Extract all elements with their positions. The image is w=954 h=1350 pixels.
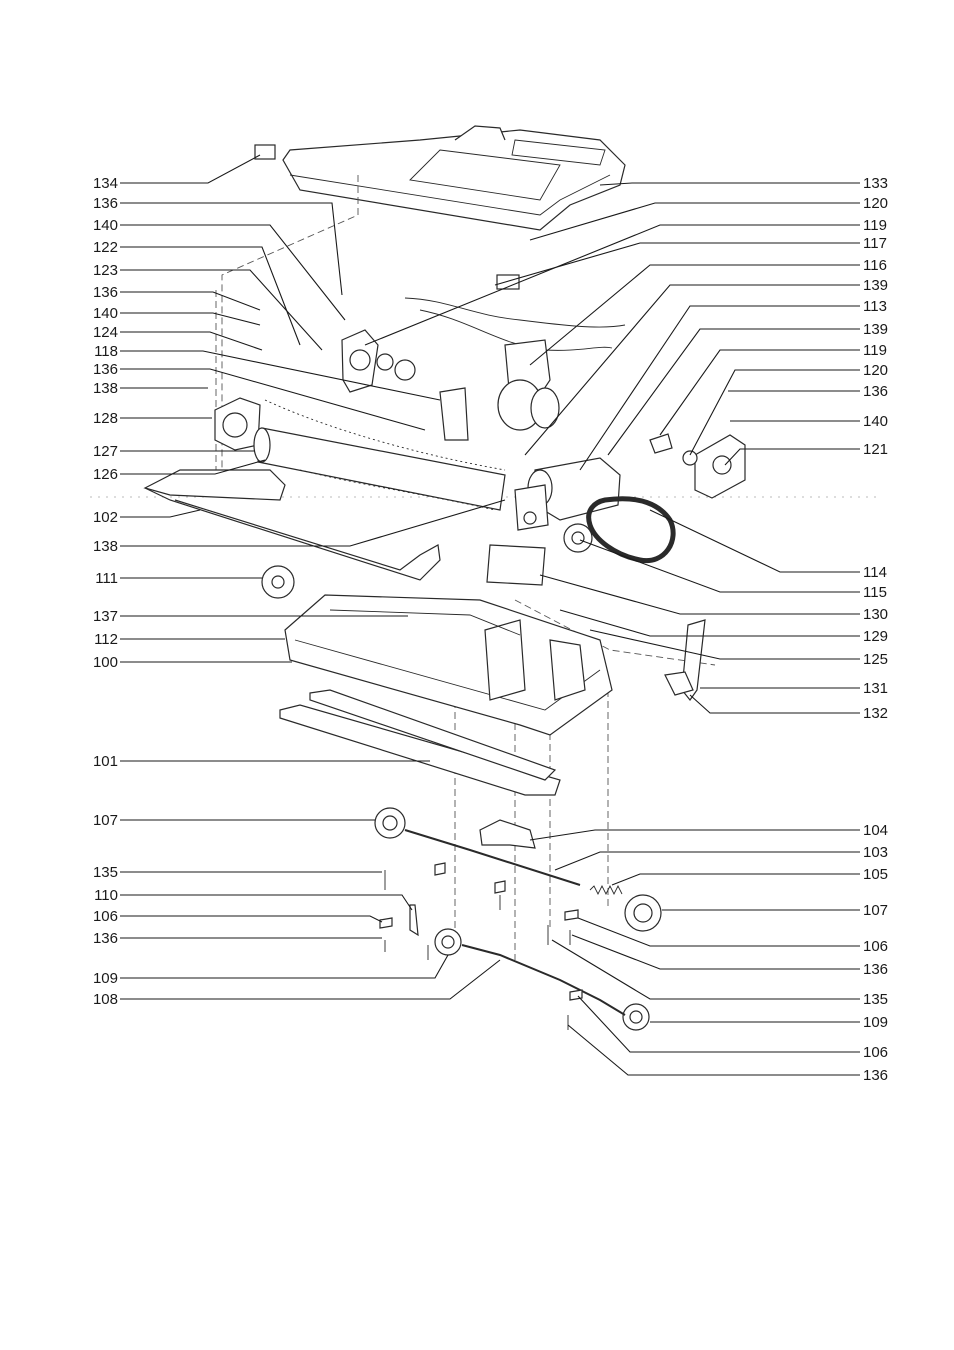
- left-part-label: 112: [94, 631, 118, 648]
- right-part-label: 119: [863, 342, 887, 359]
- left-part-label: 100: [93, 654, 118, 671]
- motor-housing-part: [498, 340, 559, 430]
- left-part-label: 106: [93, 908, 118, 925]
- right-part-label: 105: [863, 866, 888, 883]
- left-part-label: 136: [93, 284, 118, 301]
- right-part-label: 136: [863, 1067, 888, 1084]
- brush-roll-part: [254, 400, 505, 510]
- top-cover-part: [255, 126, 625, 230]
- left-part-label: 107: [93, 812, 118, 829]
- left-part-label: 111: [95, 570, 118, 587]
- motor-part: [515, 458, 620, 530]
- left-part-label: 137: [93, 608, 118, 625]
- right-part-label: 139: [863, 277, 888, 294]
- right-part-label: 120: [863, 362, 888, 379]
- left-part-label: 140: [93, 305, 118, 322]
- right-part-label: 131: [863, 680, 888, 697]
- right-part-label: 107: [863, 902, 888, 919]
- right-part-label: 132: [863, 705, 888, 722]
- left-part-label: 138: [93, 538, 118, 555]
- left-part-label: 128: [93, 410, 118, 427]
- left-part-label: 136: [93, 930, 118, 947]
- right-part-label: 115: [863, 584, 887, 601]
- left-part-label: 123: [93, 262, 118, 279]
- right-part-label: 136: [863, 961, 888, 978]
- left-part-label: 101: [93, 753, 118, 770]
- right-part-label: 125: [863, 651, 888, 668]
- right-part-label: 103: [863, 844, 888, 861]
- left-part-label: 102: [93, 509, 118, 526]
- left-part-label: 126: [93, 466, 118, 483]
- right-part-label: 113: [863, 298, 887, 315]
- left-part-label: 110: [94, 887, 118, 904]
- right-part-label: 129: [863, 628, 888, 645]
- left-part-label: 127: [93, 443, 118, 460]
- right-part-label: 117: [863, 235, 887, 252]
- left-part-label: 124: [93, 324, 118, 341]
- right-part-label: 120: [863, 195, 888, 212]
- left-part-label: 118: [94, 343, 118, 360]
- left-part-label: 136: [93, 361, 118, 378]
- right-part-label: 130: [863, 606, 888, 623]
- left-part-label: 138: [93, 380, 118, 397]
- right-part-labels: 1331201191171161391131391191201361401211…: [863, 175, 888, 1084]
- right-part-label: 139: [863, 321, 888, 338]
- left-part-label: 135: [93, 864, 118, 881]
- left-part-labels: 1341361401221231361401241181361381281271…: [93, 175, 118, 1008]
- right-part-label: 121: [863, 441, 888, 458]
- right-part-label: 135: [863, 991, 888, 1008]
- left-part-label: 136: [93, 195, 118, 212]
- left-part-label: 134: [93, 175, 118, 192]
- left-part-label: 140: [93, 217, 118, 234]
- right-part-label: 106: [863, 1044, 888, 1061]
- right-part-label: 114: [863, 564, 887, 581]
- right-part-label: 136: [863, 383, 888, 400]
- right-part-label: 106: [863, 938, 888, 955]
- right-part-label: 116: [863, 257, 887, 274]
- right-part-label: 104: [863, 822, 888, 839]
- right-part-label: 119: [863, 217, 887, 234]
- left-part-label: 108: [93, 991, 118, 1008]
- left-part-label: 109: [93, 970, 118, 987]
- right-part-label: 109: [863, 1014, 888, 1031]
- right-part-label: 140: [863, 413, 888, 430]
- right-part-label: 133: [863, 175, 888, 192]
- left-part-label: 122: [93, 239, 118, 256]
